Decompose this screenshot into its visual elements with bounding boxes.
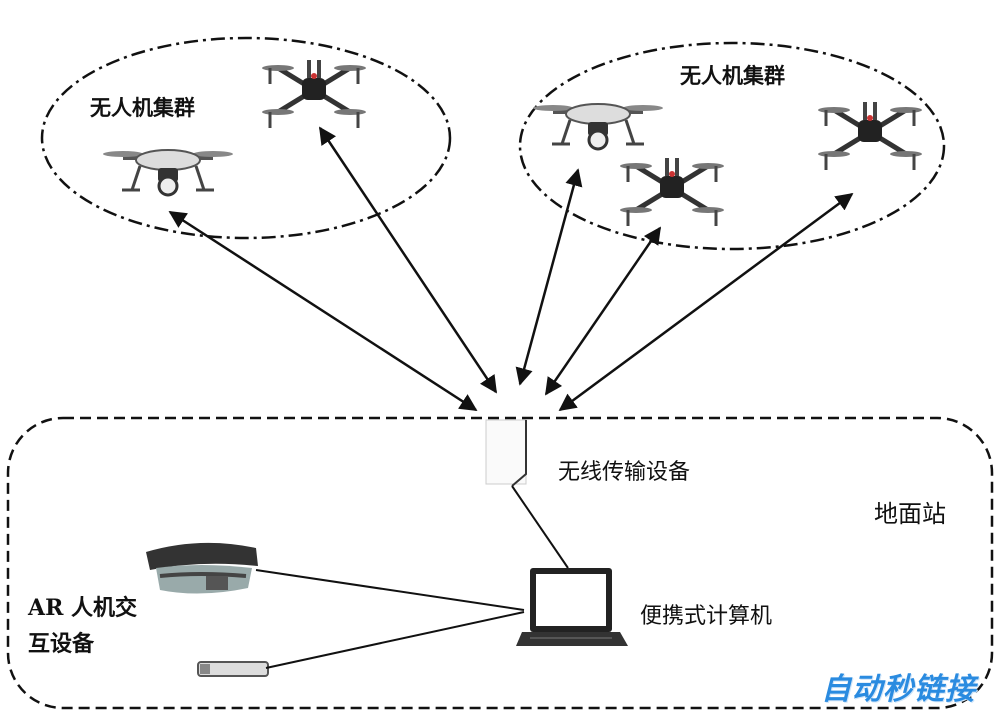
quadcopter-icon	[262, 60, 366, 128]
ground-station-label: 地面站	[874, 500, 946, 528]
ar-devices-label-line2: 互设备	[28, 631, 95, 657]
cluster-left-boundary	[40, 36, 452, 240]
link-arrow	[515, 168, 583, 386]
laptop-label: 便携式计算机	[640, 604, 773, 629]
link-arrow	[168, 210, 478, 412]
quadcopter-icon	[818, 102, 922, 170]
connection-line	[511, 485, 569, 569]
link-arrow	[558, 192, 854, 412]
link-arrow	[318, 126, 498, 394]
quadcopter-icon	[620, 158, 724, 226]
sensor-bar-icon	[197, 661, 269, 677]
ar-devices-label-line1: AR 人机交	[28, 595, 138, 621]
ar-headset-icon	[146, 542, 258, 594]
connection-line	[255, 569, 525, 611]
camera-drone-icon	[101, 148, 235, 197]
wireless-device-label: 无线传输设备	[558, 460, 691, 485]
connection-line	[265, 611, 525, 669]
wireless-device-icon	[485, 419, 527, 487]
watermark-logo: 自动秒链接	[821, 672, 976, 707]
link-arrow	[544, 226, 662, 396]
laptop-icon	[516, 568, 628, 646]
cluster-right-label: 无人机集群	[680, 63, 785, 88]
cluster-left-label: 无人机集群	[90, 95, 195, 120]
camera-drone-icon	[531, 102, 665, 151]
